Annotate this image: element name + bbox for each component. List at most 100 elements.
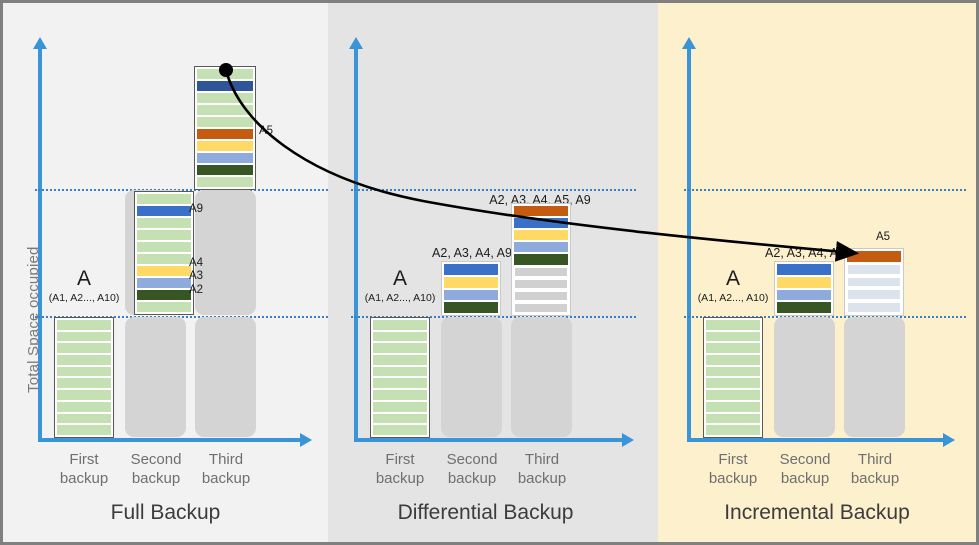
- bar-segment: [137, 302, 191, 312]
- bar-segment: [57, 343, 111, 354]
- panel-title-incremental: Incremental Backup: [724, 501, 910, 524]
- bar-segment: [514, 206, 568, 217]
- bar-segment: [57, 378, 111, 389]
- x-axis-line: [354, 438, 624, 442]
- bar-segment: [373, 366, 427, 377]
- ghost-block-second-base: [125, 317, 186, 437]
- bar-segment: [706, 378, 760, 389]
- seg-label-a4: A4: [189, 257, 204, 269]
- bar-segment: [137, 242, 191, 252]
- bar-segment: [373, 343, 427, 354]
- panel-differential-backup: A (A1, A2..., A10) A2, A3, A4, A9 A2, A3…: [328, 3, 658, 542]
- bar-segment: [777, 276, 831, 288]
- ghost-block-third-base: [195, 317, 256, 437]
- bar-segment: [197, 129, 253, 139]
- tick-second-backup: Second backup: [779, 451, 831, 487]
- bar-segment: [373, 378, 427, 389]
- first-bar-subtitle: (A1, A2..., A10): [48, 292, 120, 304]
- bar-full-first[interactable]: [54, 317, 114, 438]
- gridline-upper: [35, 189, 328, 191]
- tick-third-backup: Third backup: [201, 451, 251, 487]
- bar-segment: [514, 218, 568, 229]
- bar-segment: [137, 266, 191, 276]
- bar-segment: [137, 254, 191, 264]
- tick-first-backup: First backup: [59, 451, 109, 487]
- ghost-block-third-mid: [195, 190, 256, 315]
- bar-incr-first[interactable]: [703, 317, 763, 438]
- bar-diff-third[interactable]: [511, 203, 571, 316]
- x-axis-arrow-icon: [943, 433, 955, 447]
- x-axis-line: [38, 438, 302, 442]
- y-axis-line: [38, 48, 42, 442]
- bar-segment: [847, 263, 901, 275]
- annotation-label-a5-target: A5: [876, 231, 891, 243]
- first-bar-subtitle: (A1, A2..., A10): [697, 292, 769, 304]
- bar-segment: [706, 320, 760, 330]
- annotation-label-a5: A5: [259, 125, 274, 137]
- seg-label-a2: A2: [189, 284, 204, 296]
- bar-segment: [57, 320, 111, 330]
- bar-segment: [706, 331, 760, 342]
- bar-segment: [514, 290, 568, 301]
- gridline-upper: [684, 189, 966, 191]
- gridline-lower: [35, 316, 328, 318]
- bar-diff-first[interactable]: [370, 317, 430, 438]
- bar-segment: [137, 206, 191, 216]
- tick-second-backup: Second backup: [130, 451, 182, 487]
- bar-segment: [137, 230, 191, 240]
- bar-segment: [514, 278, 568, 289]
- bar-segment: [137, 290, 191, 300]
- tick-third-backup: Third backup: [850, 451, 900, 487]
- tick-third-backup: Third backup: [517, 451, 567, 487]
- y-axis-arrow-icon: [349, 37, 363, 49]
- bar-incr-third[interactable]: [844, 248, 904, 316]
- bar-segment: [137, 278, 191, 288]
- bar-segment: [57, 366, 111, 377]
- bar-segment: [373, 401, 427, 412]
- bar-segment: [373, 390, 427, 400]
- tick-first-backup: First backup: [708, 451, 758, 487]
- bar-segment: [57, 413, 111, 424]
- ghost-block-third-base: [511, 317, 572, 437]
- seg-label-a9: A9: [189, 203, 204, 215]
- bar-segment: [847, 302, 901, 313]
- bar-full-third[interactable]: [194, 66, 256, 190]
- bar-segment: [57, 390, 111, 400]
- first-bar-title: A: [725, 267, 740, 290]
- y-axis-line: [354, 48, 358, 442]
- bar-segment: [197, 105, 253, 115]
- first-bar-subtitle: (A1, A2..., A10): [364, 292, 436, 304]
- bar-segment: [197, 165, 253, 175]
- bar-segment: [514, 254, 568, 265]
- bar-segment: [847, 289, 901, 301]
- y-axis-arrow-icon: [682, 37, 696, 49]
- ghost-block-second-base: [774, 317, 835, 437]
- bar-diff-second[interactable]: [441, 261, 501, 316]
- bar-segment: [514, 230, 568, 241]
- bar-segment: [197, 93, 253, 103]
- bar-segment: [373, 355, 427, 365]
- seg-label-a3: A3: [189, 270, 204, 282]
- x-axis-arrow-icon: [622, 433, 634, 447]
- bar-segment: [373, 331, 427, 342]
- bar-segment: [197, 153, 253, 163]
- bar-segment: [706, 401, 760, 412]
- tick-first-backup: First backup: [375, 451, 425, 487]
- bar-full-second[interactable]: [134, 191, 194, 315]
- y-axis-arrow-icon: [33, 37, 47, 49]
- bar-segment: [373, 425, 427, 435]
- panel-incremental-backup: A (A1, A2..., A10) A2, A3, A4, A9 A5 Fir…: [658, 3, 976, 542]
- bar-incr-second[interactable]: [774, 261, 834, 316]
- bar-segment: [706, 355, 760, 365]
- bar-segment: [137, 194, 191, 204]
- bar-segment: [57, 355, 111, 365]
- bar-segment: [847, 276, 901, 288]
- bar-segment: [444, 302, 498, 313]
- bar-segment: [706, 390, 760, 400]
- bar-segment: [514, 242, 568, 253]
- panel-full-backup: Total Space occupied A (A1, A2..., A10) …: [3, 3, 328, 542]
- y-axis-line: [687, 48, 691, 442]
- bar-segment: [706, 425, 760, 435]
- bar-segment: [777, 302, 831, 313]
